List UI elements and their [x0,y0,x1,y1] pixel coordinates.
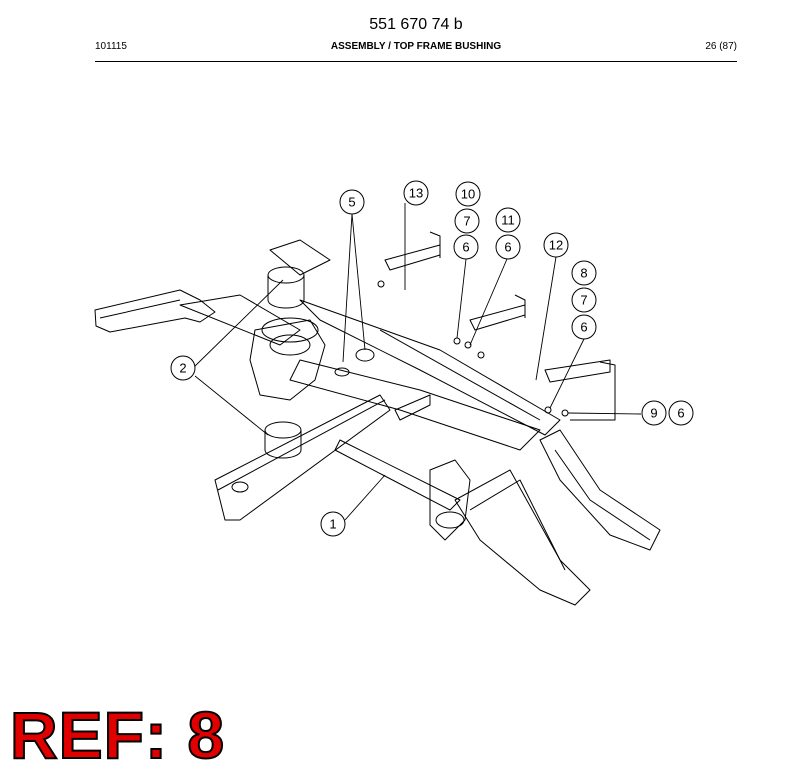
callout-6a: 6 [453,234,479,260]
svg-text:6: 6 [580,320,587,335]
svg-text:7: 7 [463,214,470,229]
callout-9: 9 [641,400,667,426]
svg-text:9: 9 [650,406,657,421]
callout-7b: 7 [571,287,597,313]
ref-label: REF: 8 [9,697,226,773]
callout-2: 2 [170,355,196,381]
callout-bubbles: 13 10 7 6 11 6 12 5 8 7 6 2 9 6 1 [170,180,694,537]
svg-text:2: 2 [179,361,186,376]
svg-text:6: 6 [462,240,469,255]
callout-5: 5 [339,189,365,215]
document-number: 551 670 74 b [369,16,463,33]
svg-text:7: 7 [580,293,587,308]
svg-text:12: 12 [549,238,563,253]
svg-text:5: 5 [348,195,355,210]
page-number: 26 (87) [705,41,737,52]
svg-text:6: 6 [504,240,511,255]
callout-6c: 6 [571,314,597,340]
svg-text:10: 10 [461,187,475,202]
header-divider [95,61,737,62]
svg-text:11: 11 [501,213,515,228]
callout-1: 1 [320,511,346,537]
svg-text:8: 8 [580,266,587,281]
leader-lines [192,203,642,521]
callout-7a: 7 [454,208,480,234]
callout-8: 8 [571,260,597,286]
callout-12: 12 [543,232,569,258]
callout-6d: 6 [668,400,694,426]
date-code: 101115 [95,41,127,52]
callout-6b: 6 [495,234,521,260]
callout-10: 10 [455,181,481,207]
section-title: ASSEMBLY / TOP FRAME BUSHING [330,41,502,52]
svg-text:1: 1 [329,517,336,532]
frame-linework [94,231,661,606]
svg-text:13: 13 [409,186,423,201]
svg-text:6: 6 [677,406,684,421]
callout-11: 11 [495,207,521,233]
callout-13: 13 [403,180,429,206]
page-header: 101115 ASSEMBLY / TOP FRAME BUSHING 26 (… [95,41,737,55]
